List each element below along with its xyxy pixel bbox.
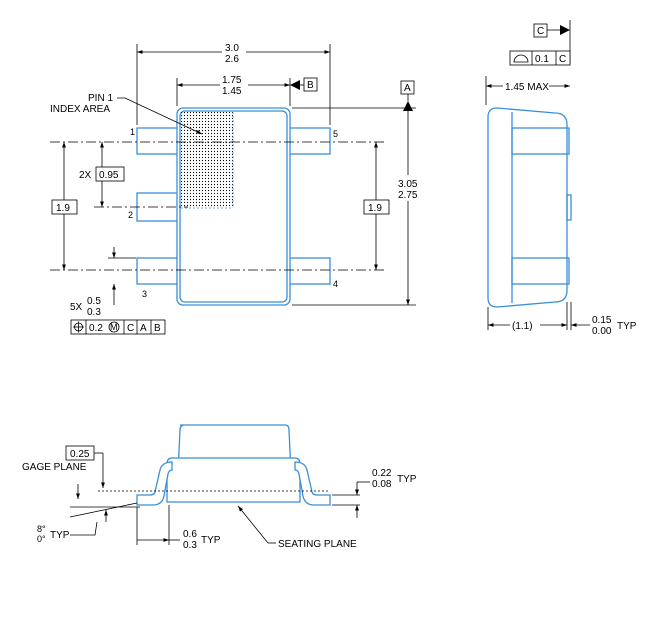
end-body-front [166,457,301,503]
position-datum-a: A [140,323,147,334]
pin-number-2: 2 [128,210,133,220]
dim-body-width-text-bg [220,74,248,96]
datum-c-box [533,23,548,38]
mmc-modifier-letter: M [110,322,118,332]
profile-tolerance-frame: 0.1 C [509,50,571,66]
dim-body-width-min: 1.45 [222,86,242,97]
dim-foot-suffix: TYP [201,535,221,546]
dim-lead-width-min: 0.3 [87,307,101,318]
angle-reference-line [69,502,138,518]
seating-plane-leader [237,505,269,544]
angle-min: 0° [37,534,46,544]
dim-overall-width-max: 3.0 [225,43,239,54]
dim-height-max-text-bg [503,79,549,92]
dim-thickness-suffix: TYP [397,474,417,485]
dim-pin-pitch-value: 0.95 [99,170,119,181]
datum-b-label: B [307,80,314,91]
dim-pin-pitch-prefix: 2X [79,170,92,181]
dim-body-length-min: 2.75 [398,190,418,201]
dim-foot-max: 0.6 [183,529,197,540]
end-lead-left [136,461,173,506]
datum-b-box [303,77,318,92]
side-lead-middle [566,194,572,221]
angle-max: 8° [37,524,46,534]
dim-lead-width-max: 0.5 [87,296,101,307]
datum-a-box [400,80,415,95]
dim-foot-min: 0.3 [183,540,197,551]
pin-number-3: 3 [142,289,147,299]
dim-pin-span-right-value: 1.9 [368,203,382,214]
dim-pin-span-left-value: 1.9 [56,203,70,214]
datum-b-triangle [290,80,300,90]
pin-number-5: 5 [333,129,338,139]
end-lead-right [294,461,331,506]
dim-pin-pitch-box [95,166,125,182]
datum-c-triangle [560,25,570,35]
dim-pin-span-right-box [363,199,390,215]
lead-pin3 [136,257,180,285]
datum-c-label: C [537,26,544,37]
profile-datum-c: C [559,54,566,65]
angle-suffix: TYP [50,530,70,541]
side-view: C 0.1 C 1.45 MAX (1.1) [485,20,637,337]
dim-body-length-text-bg [398,175,422,201]
dim-standoff-min: 0.00 [592,326,612,337]
dim-lead-width-prefix: 5X [70,302,83,313]
dim-overall-width-text-bg [222,42,246,64]
position-tolerance-frame: 0.2 M C A B [70,319,166,335]
dim-thickness-max: 0.22 [372,468,392,479]
seating-plane-label: SEATING PLANE [278,539,357,550]
dim-height-max-value: 1.45 MAX [505,82,549,93]
side-lead-top [511,127,570,155]
end-view: 0.25 GAGE PLANE 8° 0° TYP 0.6 0.3 TYP SE… [22,424,417,551]
position-datum-b: B [154,323,161,334]
pin1-label-line2: INDEX AREA [50,104,110,115]
dim-overall-width-min: 2.6 [225,54,239,65]
datum-a-triangle [403,101,413,111]
pin-number-1: 1 [130,127,135,137]
dim-thickness-min: 0.08 [372,479,392,490]
dim-standoff-suffix: TYP [617,321,637,332]
dim-lead-offset-value: (1.1) [512,321,533,332]
package-body-inner [179,110,288,303]
lead-pin1 [136,127,180,155]
dim-lead-offset-text-bg [510,318,540,331]
pin-number-4: 4 [333,279,338,289]
lead-pin5 [287,127,331,155]
dim-body-width-max: 1.75 [222,75,242,86]
datum-a-label: A [404,83,411,94]
dim-body-length-max: 3.05 [398,179,418,190]
dim-pin-span-left-box [51,199,78,215]
top-view: 1 2 3 4 5 PIN 1 INDEX AREA 3.0 2.6 1.75 … [50,42,422,335]
pin1-leader [117,97,203,135]
mmc-modifier-icon [108,321,120,333]
position-tolerance-value: 0.2 [89,323,103,334]
pin1-label-line1: PIN 1 [88,93,113,104]
position-datum-c: C [127,323,134,334]
gage-value: 0.25 [70,449,90,460]
profile-tolerance-value: 0.1 [535,54,549,65]
pin1-index-area [181,112,233,208]
dim-standoff-max: 0.15 [592,315,612,326]
profile-surface-icon [513,54,529,63]
lead-pin4 [287,257,331,285]
gage-plane-label: GAGE PLANE [22,462,87,473]
side-body-outline [487,107,568,308]
side-lead-bottom [511,257,570,285]
angle-leader [70,521,98,536]
